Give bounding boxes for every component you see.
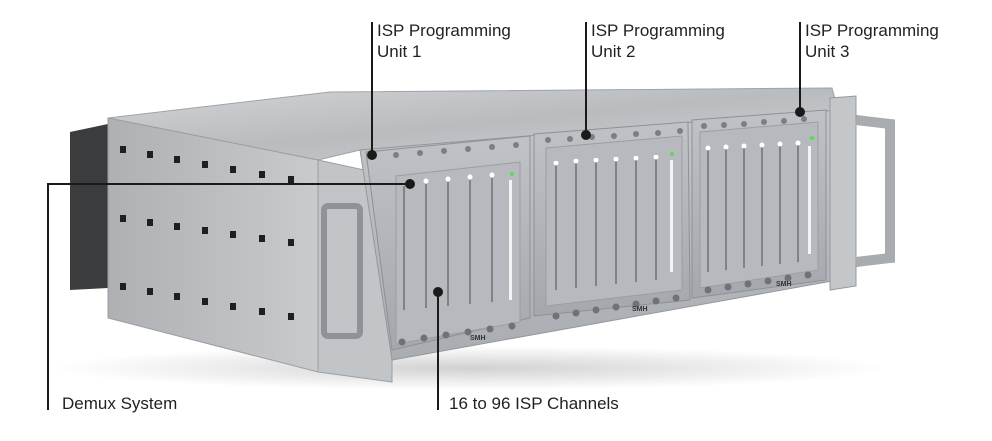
callout-unit-3-line2: Unit 3 xyxy=(805,42,850,61)
module-brand-3: SMH xyxy=(776,281,792,288)
rear-panel xyxy=(70,124,108,290)
callout-channels-label: 16 to 96 ISP Channels xyxy=(449,394,619,413)
right-rack-ear xyxy=(829,95,857,291)
module-screws xyxy=(369,116,807,159)
callout-demux-label: Demux System xyxy=(62,394,178,413)
module-brand-2: SMH xyxy=(632,306,648,313)
programming-unit-2-module xyxy=(533,121,691,317)
leader-line-demux xyxy=(47,183,410,410)
callout-leader-lines xyxy=(47,22,805,410)
leader-dot-channels xyxy=(433,287,443,297)
left-handle xyxy=(321,203,363,339)
programming-unit-3-module xyxy=(691,109,827,299)
power-leds xyxy=(510,136,814,176)
leader-dot-unit-2 xyxy=(581,130,591,140)
callout-unit-1-line2: Unit 1 xyxy=(377,42,422,61)
callout-isp-channels: 16 to 96 ISP Channels xyxy=(449,393,619,414)
leader-dot-unit-3 xyxy=(795,107,805,117)
floor-shadow xyxy=(50,346,890,390)
callout-demux-system: Demux System xyxy=(62,393,177,414)
leader-dot-demux xyxy=(405,179,415,189)
side-vents xyxy=(120,146,294,320)
isp-channel-slots xyxy=(403,141,799,310)
bottom-connectors xyxy=(398,271,812,346)
status-led-columns xyxy=(509,146,811,300)
channel-leds xyxy=(407,140,801,186)
callout-isp-programming-unit-3: ISP Programming Unit 3 xyxy=(805,20,939,62)
right-handle xyxy=(855,115,895,267)
callout-unit-3-line1: ISP Programming xyxy=(805,21,939,40)
callout-isp-programming-unit-2: ISP Programming Unit 2 xyxy=(591,20,725,62)
callout-isp-programming-unit-1: ISP Programming Unit 1 xyxy=(377,20,511,62)
chassis-side xyxy=(107,117,319,373)
callout-unit-2-line1: ISP Programming xyxy=(591,21,725,40)
callout-unit-2-line2: Unit 2 xyxy=(591,42,636,61)
callout-unit-1-line1: ISP Programming xyxy=(377,21,511,40)
module-brand-1: SMH xyxy=(470,335,486,342)
leader-dot-unit-1 xyxy=(367,150,377,160)
